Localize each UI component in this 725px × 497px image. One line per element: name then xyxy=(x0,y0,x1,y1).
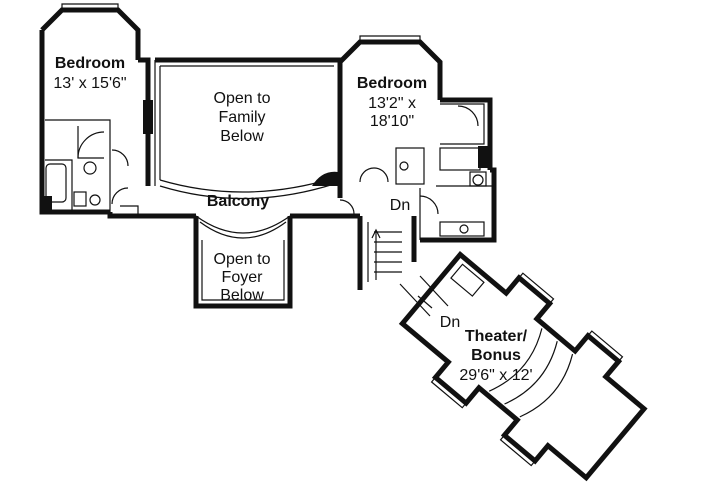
family-railing-curve xyxy=(159,177,335,193)
sink xyxy=(83,161,97,175)
open-family-line2: Family xyxy=(218,109,265,126)
lav-basin xyxy=(89,194,101,206)
wall-fill xyxy=(42,196,52,212)
toilet xyxy=(73,191,87,207)
open-family-line3: Below xyxy=(220,128,264,145)
bedroom-right-dims2: 18'10" xyxy=(370,113,414,130)
balcony-corridor: Balcony xyxy=(107,186,360,239)
open-family-line1: Open to xyxy=(214,90,271,107)
open-foyer-line1: Open to xyxy=(214,251,271,268)
staircase: Dn Dn xyxy=(357,197,460,331)
bedroom-left-name: Bedroom xyxy=(55,55,125,72)
theater-seating-curve xyxy=(488,328,543,392)
stairs-down-lower: Dn xyxy=(440,314,460,331)
open-to-family: Open to Family Below xyxy=(155,57,343,200)
shower-door-swing xyxy=(77,131,105,159)
open-foyer-line3: Below xyxy=(220,287,264,304)
bedroom-right-dims1: 13'2" x xyxy=(368,95,416,112)
theater-wing xyxy=(398,251,648,482)
right-bedroom-wing: Bedroom 13'2" x 18'10" xyxy=(338,35,497,243)
balcony-label: Balcony xyxy=(207,193,269,210)
theater-dims: 29'6" x 12' xyxy=(459,367,532,384)
tub xyxy=(439,147,481,171)
open-foyer-line2: Foyer xyxy=(222,269,264,286)
bedroom-right-name: Bedroom xyxy=(357,75,427,92)
foyer-railing-curve xyxy=(195,215,291,234)
stair-up-arrow xyxy=(371,228,381,239)
left-bedroom-wing: Bedroom 13' x 15'6" xyxy=(39,3,156,215)
stairs-down-upper: Dn xyxy=(390,197,410,214)
theater-name1: Theater/ xyxy=(465,328,528,345)
toilet xyxy=(472,174,484,186)
bedroom-left-dims: 13' x 15'6" xyxy=(53,75,126,92)
bathtub xyxy=(45,163,67,203)
theater-name2: Bonus xyxy=(471,347,521,364)
open-to-foyer: Open to Foyer Below xyxy=(193,216,293,309)
